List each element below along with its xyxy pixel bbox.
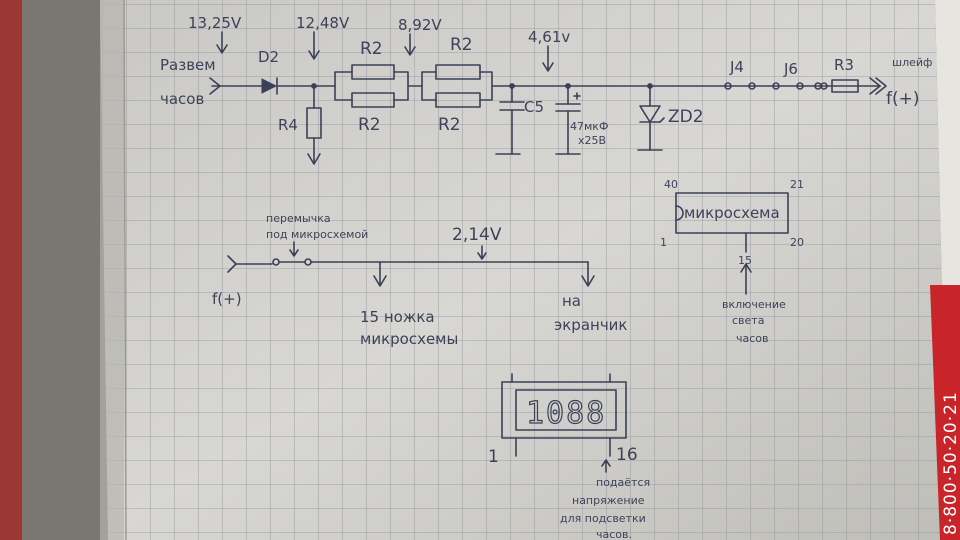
input-label-line2: часов — [160, 90, 204, 108]
jumper-j6-pin2 — [796, 82, 804, 90]
display-note-4: часов. — [596, 528, 632, 540]
paper-grid — [100, 0, 948, 540]
label-r3: R3 — [834, 56, 854, 74]
resistor-r3-symbol — [831, 79, 859, 93]
branch2-line1: на — [562, 292, 581, 310]
chip-pin-1: 1 — [660, 236, 667, 249]
display-pin-1: 1 — [488, 447, 499, 467]
chip-body — [675, 192, 789, 234]
jumper-j4-pin1 — [724, 82, 732, 90]
label-r2-c: R2 — [358, 115, 381, 135]
label-c5: C5 — [524, 98, 544, 116]
label-r2-a: R2 — [360, 39, 383, 59]
label-r4: R4 — [278, 116, 298, 134]
mid-voltage: 2,14V — [452, 225, 502, 245]
voltage-4-61: 4,61v — [528, 28, 570, 46]
left-red-strip — [0, 0, 22, 540]
chip-pin-21: 21 — [790, 178, 804, 191]
label-zd2: ZD2 — [668, 107, 704, 127]
voltage-8-92: 8,92V — [398, 16, 442, 34]
jumper-j4-pin2 — [748, 82, 756, 90]
display-pin-16: 16 — [616, 445, 638, 465]
chip-diagram: микросхема 40 21 1 20 15 включение света… — [660, 178, 804, 345]
right-red-block — [930, 285, 960, 540]
label-r2-b: R2 — [450, 35, 473, 55]
label-j6: J6 — [783, 60, 798, 78]
diode-d2-symbol — [261, 78, 278, 94]
chip-note-2: света — [732, 314, 764, 327]
jumper-j6-pin1 — [772, 82, 780, 90]
display-body — [501, 381, 627, 439]
output-label-shleif: шлейф — [892, 56, 932, 69]
mid-circuit: f(+) перемычка под микросхемой 2,14V 15 … — [212, 212, 627, 348]
branch2-line2: экранчик — [554, 316, 627, 334]
display-note-1: подаётся — [596, 476, 650, 489]
voltage-13-25: 13,25V — [188, 14, 242, 32]
chip-label: микросхема — [684, 204, 780, 222]
chip-note-3: часов — [736, 332, 769, 345]
jumper-note-2: под микросхемой — [266, 228, 368, 241]
notebook-fold — [100, 0, 124, 540]
display-window — [515, 389, 617, 431]
display-diagram: 1088 1 16 подаётся напряжение для подсве… — [488, 373, 650, 540]
display-note-3: для подсветки — [560, 512, 646, 525]
chip-pin-40: 40 — [664, 178, 678, 191]
input-label-line1: Развем — [160, 56, 216, 74]
side-phone-stamp: 8·800·50·20·21 — [941, 391, 960, 535]
jumper-note-1: перемычка — [266, 212, 331, 225]
label-j4: J4 — [729, 58, 744, 76]
output-label-fplus: f(+) — [886, 89, 920, 109]
display-digits: 1088 — [526, 396, 606, 431]
mid-input-label: f(+) — [212, 290, 242, 308]
voltage-12-48: 12,48V — [296, 14, 350, 32]
branch1-line2: микросхемы — [360, 330, 458, 348]
label-r2-d: R2 — [438, 115, 461, 135]
label-cap-voltage: x25B — [578, 134, 606, 147]
chip-pin-20: 20 — [790, 236, 804, 249]
chip-pin-15: 15 — [738, 254, 752, 267]
top-circuit: 13,25V 12,48V 8,92V 4,61v Развем часов D… — [160, 14, 932, 165]
label-cap-value: 47мкФ — [570, 120, 608, 133]
branch1-line1: 15 ножка — [360, 308, 435, 326]
notebook-fold-line — [123, 0, 127, 540]
label-d2: D2 — [258, 48, 279, 66]
display-note-2: напряжение — [572, 494, 645, 507]
chip-note-1: включение — [722, 298, 786, 311]
